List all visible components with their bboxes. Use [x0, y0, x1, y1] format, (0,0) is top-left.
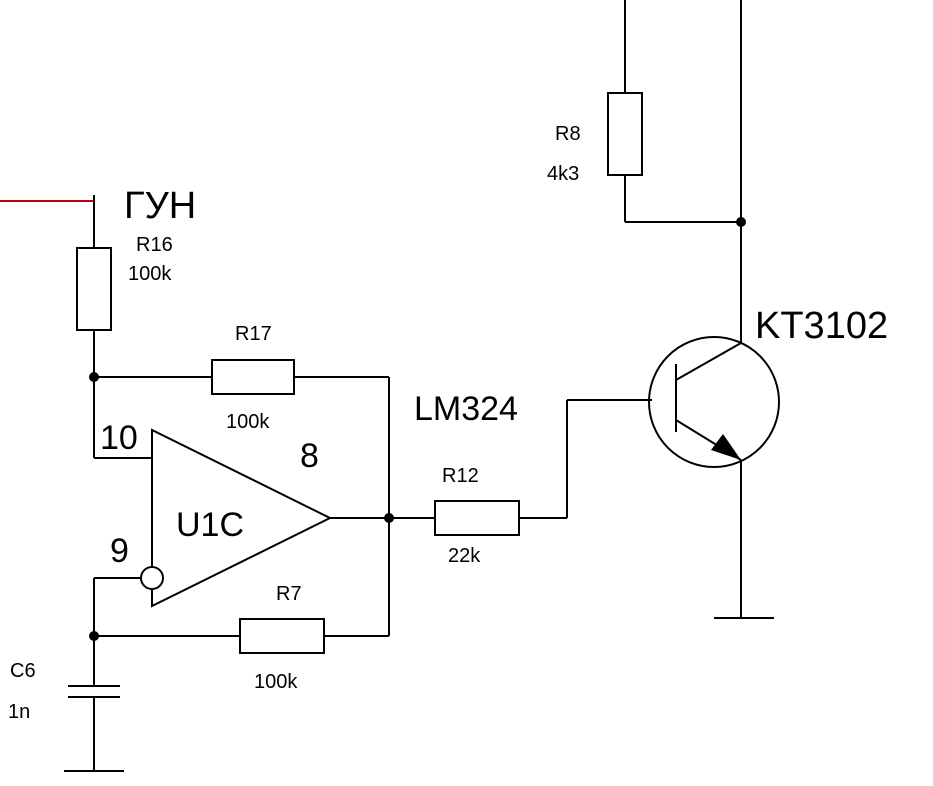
inverting-input-bubble: [140, 566, 164, 590]
opamp-part: LM324: [414, 390, 518, 428]
resistor-r7: [239, 618, 325, 654]
r17-ref: R17: [235, 323, 272, 345]
r12-value: 22k: [448, 545, 481, 567]
c6-value: 1n: [8, 701, 30, 723]
resistor-r12: [434, 500, 520, 536]
r12-ref: R12: [442, 465, 479, 487]
r7-value: 100k: [254, 671, 298, 693]
emitter-arrow-icon: [711, 434, 741, 460]
transistor-kt3102: [648, 336, 780, 468]
transistor-part: KT3102: [755, 305, 888, 347]
c6-ref: C6: [10, 660, 36, 682]
net-label: ГУН: [124, 185, 196, 227]
opamp-ref: U1C: [176, 506, 244, 544]
resistor-r8: [607, 92, 643, 176]
wires: [64, 0, 774, 772]
r17-value: 100k: [226, 411, 270, 433]
r8-ref: R8: [555, 123, 581, 145]
r16-ref: R16: [136, 234, 173, 256]
junction-dots: [89, 217, 746, 641]
resistor-r16: [76, 247, 112, 331]
pin-noninv-num: 10: [100, 419, 138, 457]
pin-inv-num: 9: [110, 532, 129, 570]
capacitor-c6: [68, 685, 120, 698]
opamp-u1c: [140, 428, 333, 608]
resistor-r17: [211, 359, 295, 395]
pin-out-num: 8: [300, 437, 319, 475]
r7-ref: R7: [276, 583, 302, 605]
r8-value: 4k3: [547, 163, 579, 185]
r16-value: 100k: [128, 263, 172, 285]
